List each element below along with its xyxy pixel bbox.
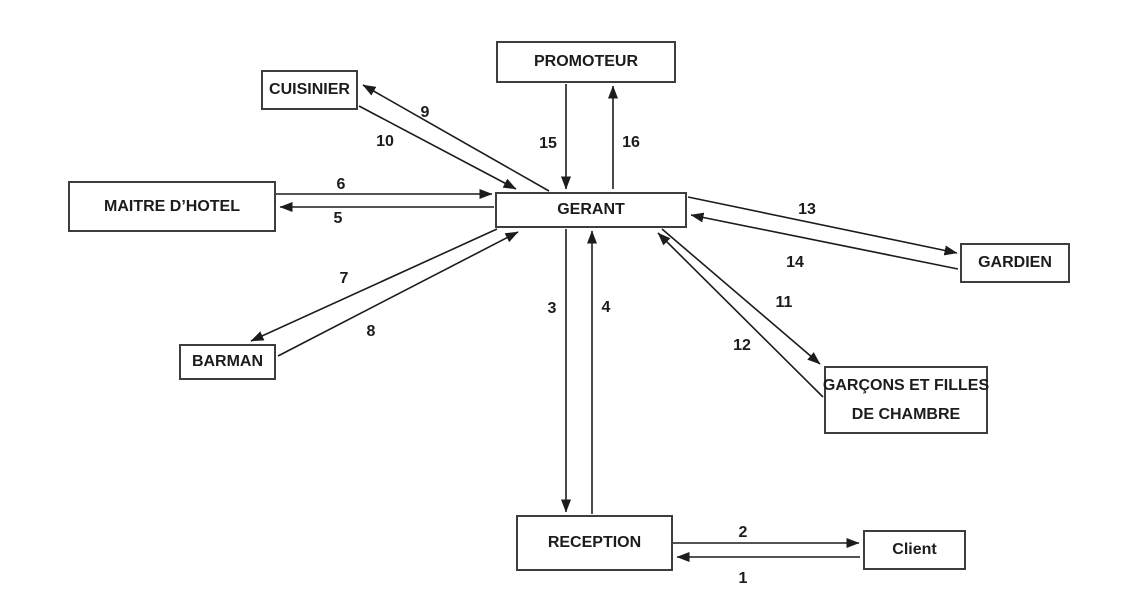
edge-label: 13: [798, 201, 816, 218]
node-label: CUISINIER: [269, 81, 350, 98]
node-label: GARÇONS ET FILLES: [822, 376, 990, 394]
node-label: GERANT: [557, 201, 625, 218]
edge-label: 2: [739, 524, 748, 541]
node-garcons-et-filles-de-chambre: GARÇONS ET FILLES DE CHAMBRE: [822, 366, 990, 434]
node-label: DE CHAMBRE: [851, 405, 961, 423]
edge-gerant-to-garcons-et-filles-de-chambre: [661, 228, 821, 365]
node-label: RECEPTION: [547, 534, 642, 551]
node-maitre-d-hotel: MAITRE D’HOTEL: [68, 181, 276, 232]
edge-label: 11: [776, 294, 793, 311]
edge-gerant-to-gardien: [687, 196, 958, 256]
edge-label: 9: [421, 104, 430, 121]
edge-label: 8: [367, 323, 376, 340]
node-promoteur: PROMOTEUR: [496, 41, 676, 83]
edge-gerant-to-barman: [250, 228, 498, 342]
edge-barman-to-gerant: [277, 231, 519, 357]
node-label: GARDIEN: [978, 254, 1052, 271]
edge-label: 10: [376, 133, 394, 150]
node-cuisinier: CUISINIER: [261, 70, 358, 110]
edge-label: 16: [622, 134, 640, 151]
node-gardien: GARDIEN: [960, 243, 1070, 283]
edge-label: 6: [337, 176, 346, 193]
edge-label: 1: [739, 570, 748, 587]
node-reception: RECEPTION: [516, 515, 673, 571]
node-barman: BARMAN: [179, 344, 276, 380]
edge-gardien-to-gerant: [690, 212, 959, 270]
edge-label: 4: [602, 299, 611, 316]
edge-gerant-to-cuisinier: [362, 84, 550, 192]
edge-label: 3: [548, 300, 557, 317]
edge-label: 14: [786, 254, 804, 271]
edge-label: 7: [340, 270, 349, 287]
edge-cuisinier-to-gerant: [358, 105, 517, 190]
node-gerant: GERANT: [495, 192, 687, 228]
edge-garcons-et-filles-de-chambre-to-gerant: [657, 232, 824, 398]
node-label: Client: [892, 541, 937, 558]
node-label: MAITRE D’HOTEL: [104, 197, 240, 215]
node-client: Client: [863, 530, 966, 570]
edge-label: 12: [733, 337, 751, 354]
edge-label: 5: [334, 210, 343, 227]
edge-label: 15: [539, 135, 557, 152]
node-label: PROMOTEUR: [534, 53, 638, 70]
node-label: BARMAN: [191, 353, 264, 370]
